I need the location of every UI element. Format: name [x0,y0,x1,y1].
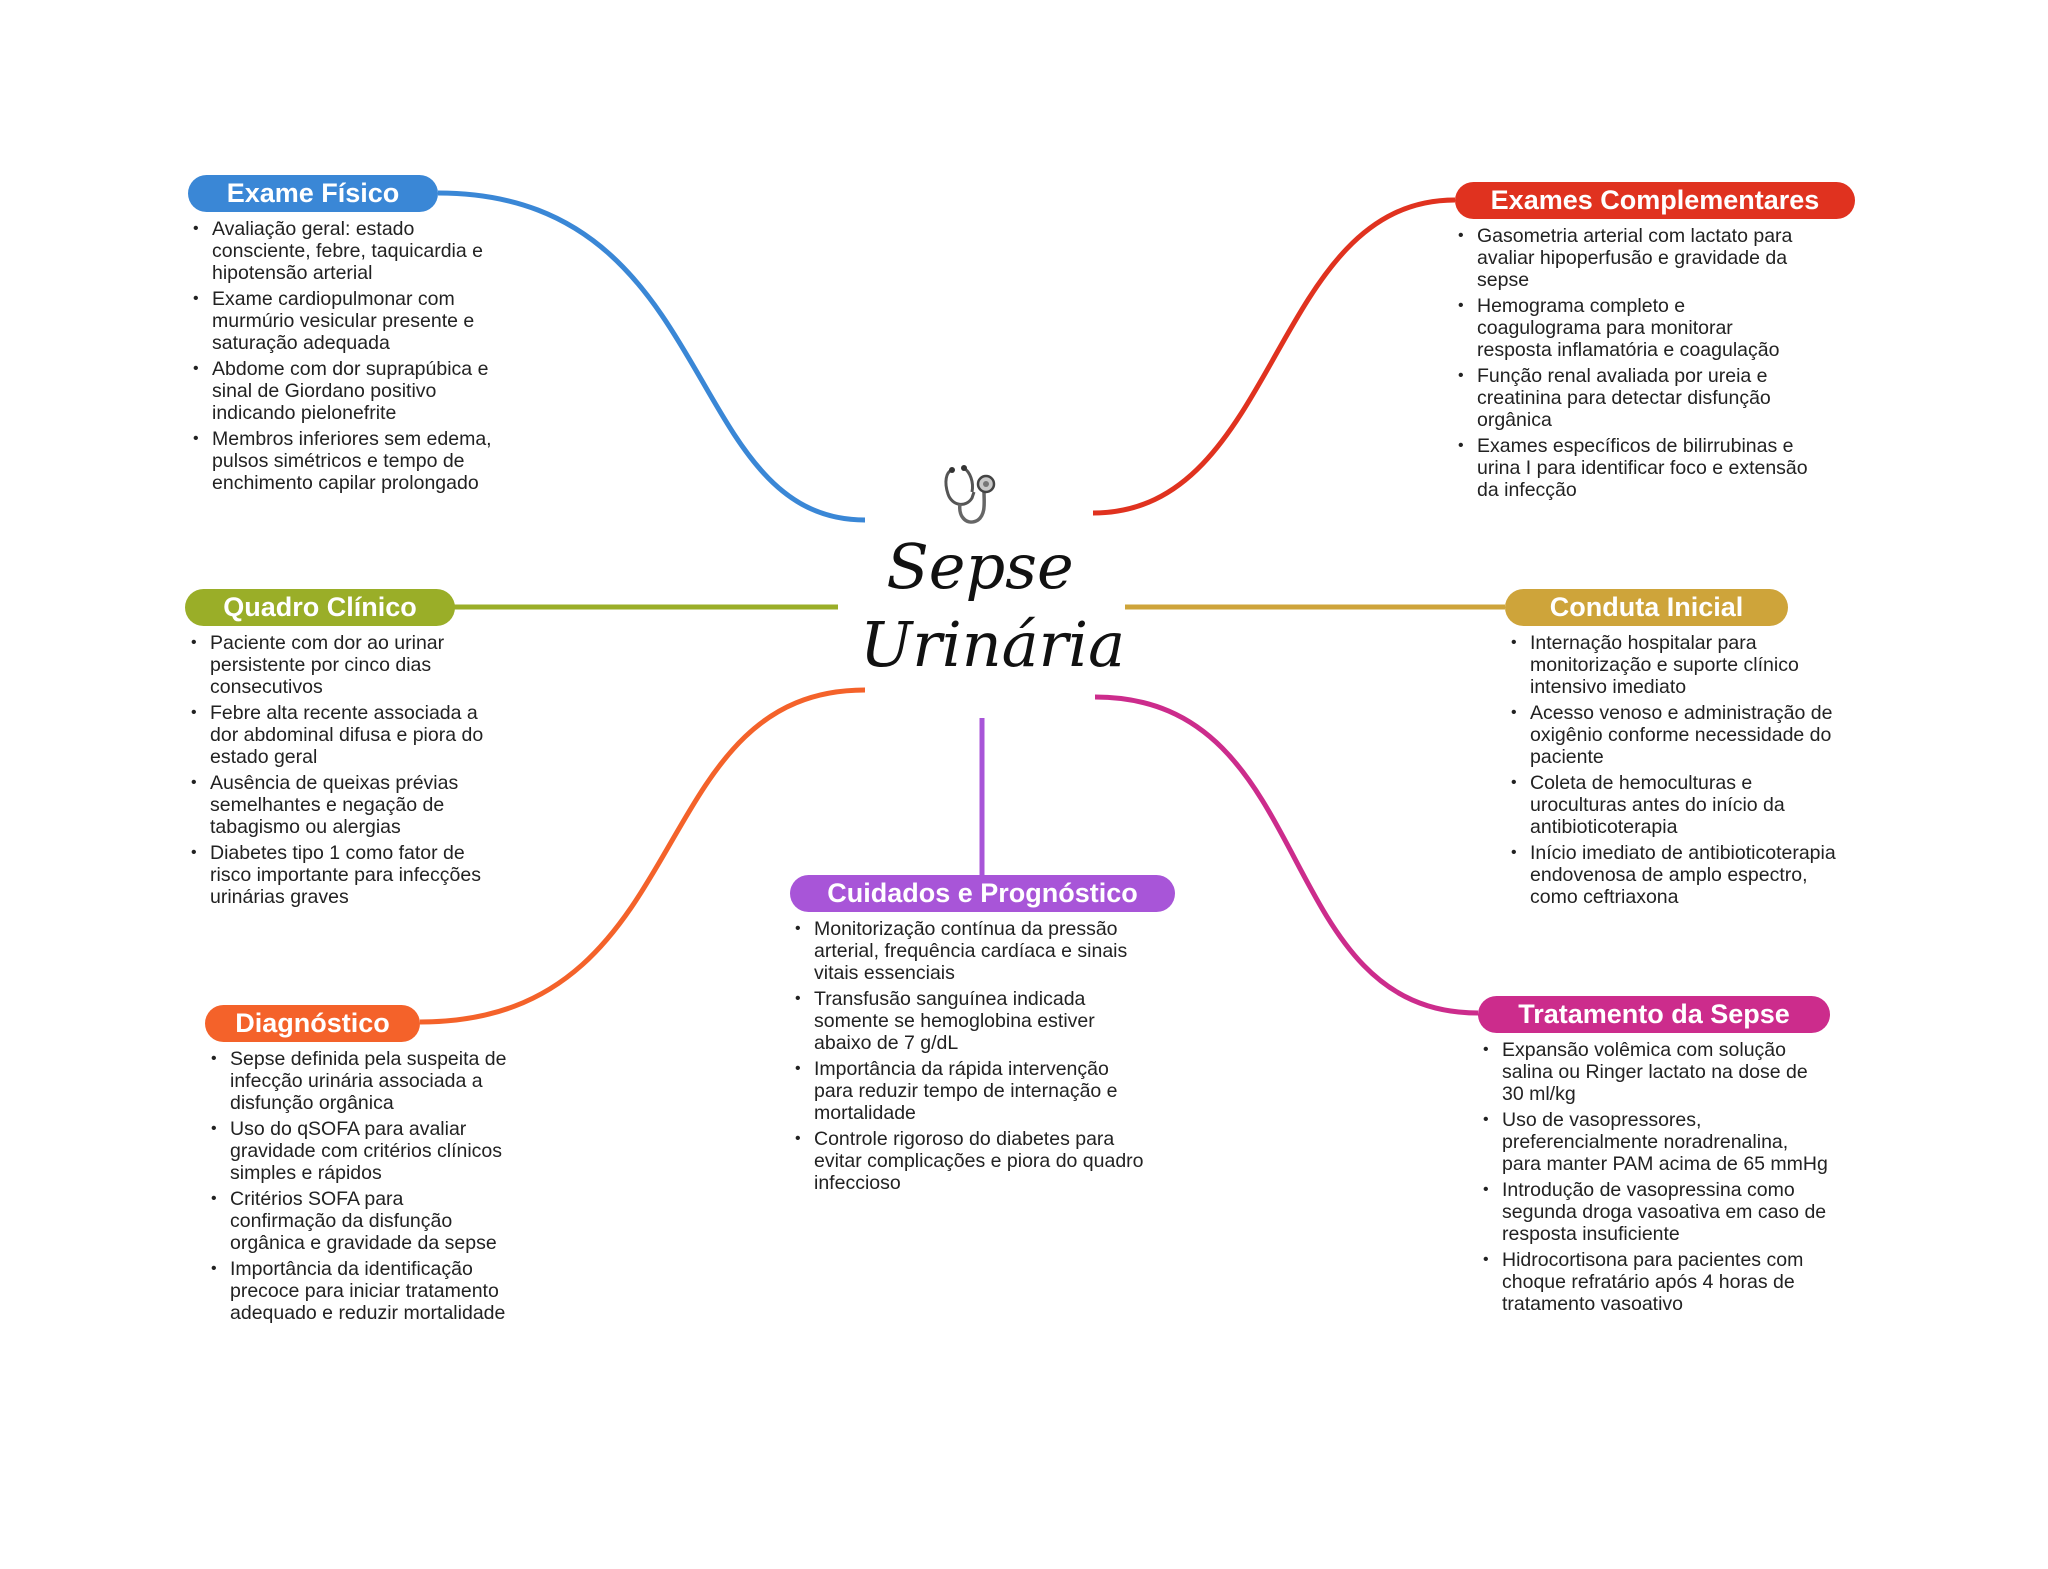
branch-exame-fisico-notes: Avaliação geral: estado consciente, febr… [190,218,510,498]
list-item: Coleta de hemoculturas e uroculturas ant… [1508,772,1838,838]
list-item: Acesso venoso e administração de oxigêni… [1508,702,1838,768]
list-item: Controle rigoroso do diabetes para evita… [792,1128,1152,1194]
connector-diagnostico [419,687,866,1025]
list-item: Ausência de queixas prévias semelhantes … [188,772,498,838]
list-item: Importância da identificação precoce par… [208,1258,508,1324]
list-item: Sepse definida pela suspeita de infecção… [208,1048,508,1114]
list-item: Critérios SOFA para confirmação da disfu… [208,1188,508,1254]
branch-conduta-inicial-notes: Internação hospitalar para monitorização… [1508,632,1838,912]
central-topic: Sepse Urinária [860,528,1126,684]
central-topic-line-1: Sepse [886,530,1074,603]
list-item: Exame cardiopulmonar com murmúrio vesicu… [190,288,510,354]
branch-tratamento-notes: Expansão volêmica com solução salina ou … [1480,1039,1830,1319]
list-item: Gasometria arterial com lactato para ava… [1455,225,1810,291]
list-item: Introdução de vasopressina como segunda … [1480,1179,1830,1245]
list-item: Febre alta recente associada a dor abdom… [188,702,498,768]
list-item: Hemograma completo e coagulograma para m… [1455,295,1810,361]
branch-diagnostico-notes: Sepse definida pela suspeita de infecção… [208,1048,508,1328]
branch-exames-complementares-title: Exames Complementares [1455,182,1855,219]
list-item: Início imediato de antibioticoterapia en… [1508,842,1838,908]
list-item: Exames específicos de bilirrubinas e uri… [1455,435,1810,501]
list-item: Importância da rápida intervenção para r… [792,1058,1152,1124]
list-item: Transfusão sanguínea indicada somente se… [792,988,1152,1054]
list-item: Hidrocortisona para pacientes com choque… [1480,1249,1830,1315]
central-topic-line-2: Urinária [860,608,1126,681]
branch-diagnostico-title: Diagnóstico [205,1005,420,1042]
stethoscope-icon [938,462,1008,532]
branch-exames-complementares-notes: Gasometria arterial com lactato para ava… [1455,225,1810,505]
list-item: Uso de vasopressores, preferencialmente … [1480,1109,1830,1175]
branch-cuidados-title: Cuidados e Prognóstico [790,875,1175,912]
list-item: Diabetes tipo 1 como fator de risco impo… [188,842,498,908]
branch-quadro-clinico-notes: Paciente com dor ao urinar persistente p… [188,632,498,912]
list-item: Expansão volêmica com solução salina ou … [1480,1039,1830,1105]
connector-exame-fisico [437,190,866,523]
list-item: Uso do qSOFA para avaliar gravidade com … [208,1118,508,1184]
connector-tratamento [1094,694,1479,1016]
branch-quadro-clinico-title: Quadro Clínico [185,589,455,626]
list-item: Função renal avaliada por ureia e creati… [1455,365,1810,431]
branch-conduta-inicial-title: Conduta Inicial [1505,589,1788,626]
connector-exames-complementares [1092,197,1456,516]
list-item: Abdome com dor suprapúbica e sinal de Gi… [190,358,510,424]
branch-tratamento-title: Tratamento da Sepse [1478,996,1830,1033]
list-item: Monitorização contínua da pressão arteri… [792,918,1152,984]
list-item: Paciente com dor ao urinar persistente p… [188,632,498,698]
list-item: Avaliação geral: estado consciente, febr… [190,218,510,284]
branch-exame-fisico-title: Exame Físico [188,175,438,212]
list-item: Internação hospitalar para monitorização… [1508,632,1838,698]
branch-cuidados-notes: Monitorização contínua da pressão arteri… [792,918,1152,1198]
list-item: Membros inferiores sem edema, pulsos sim… [190,428,510,494]
